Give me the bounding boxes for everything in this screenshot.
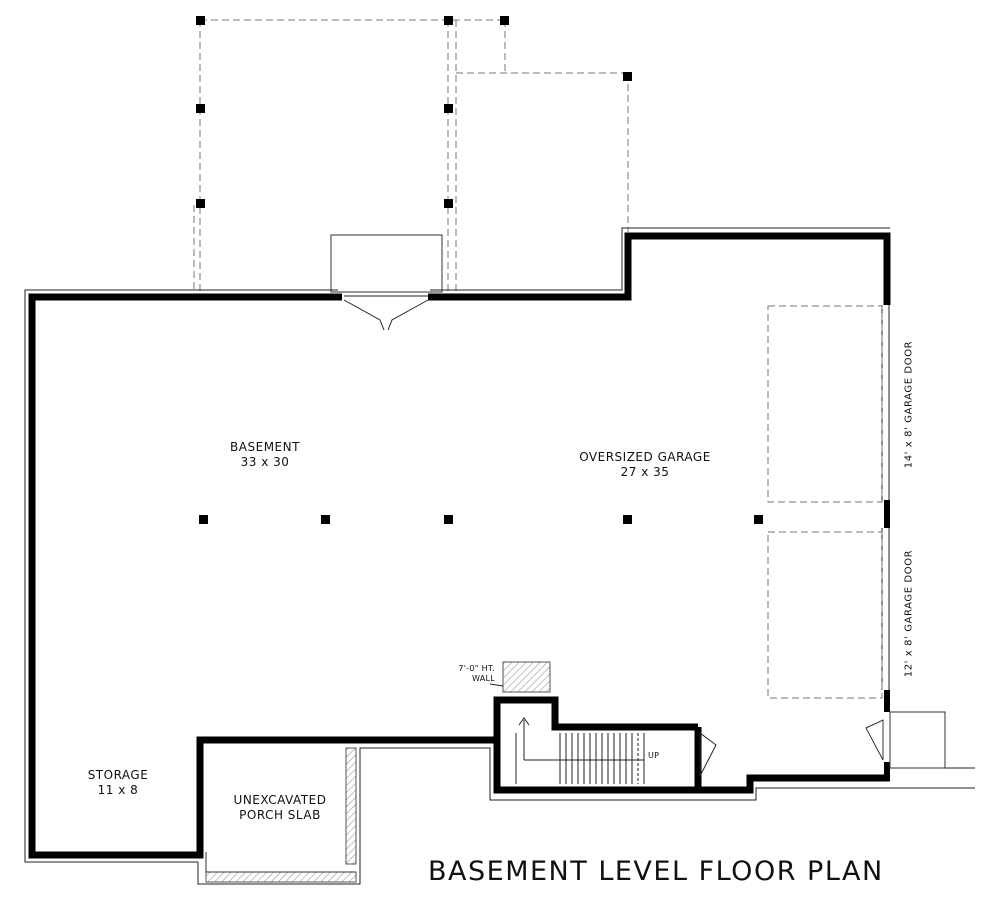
room-garage-label: OVERSIZED GARAGE 27 x 35 bbox=[560, 450, 730, 480]
room-storage-size: 11 x 8 bbox=[97, 783, 139, 797]
low-wall-block bbox=[502, 661, 551, 693]
wall-note: 7'-0" HT. WALL bbox=[425, 664, 495, 684]
room-storage-label: STORAGE 11 x 8 bbox=[68, 768, 168, 798]
parking-outlines bbox=[767, 305, 883, 699]
stair-up-label: UP bbox=[648, 751, 660, 760]
porch-line2: PORCH SLAB bbox=[239, 808, 321, 822]
porch-line1: UNEXCAVATED bbox=[233, 793, 327, 807]
garage-door-openings bbox=[881, 305, 890, 690]
walls bbox=[28, 232, 891, 859]
upper-deck-outline bbox=[193, 19, 629, 292]
room-basement-size: 33 x 30 bbox=[240, 455, 290, 469]
entry-double-door bbox=[343, 295, 429, 331]
room-garage-size: 27 x 35 bbox=[620, 465, 670, 479]
porch-hatch bbox=[205, 747, 357, 883]
garage-jambs bbox=[884, 500, 890, 780]
stairs bbox=[515, 717, 645, 784]
room-storage-name: STORAGE bbox=[87, 768, 149, 782]
plan-title: BASEMENT LEVEL FLOOR PLAN bbox=[428, 856, 884, 887]
garage-door-1-label: 14' x 8' GARAGE DOOR bbox=[903, 340, 915, 469]
room-basement-name: BASEMENT bbox=[230, 440, 300, 454]
columns bbox=[199, 515, 763, 524]
room-garage-name: OVERSIZED GARAGE bbox=[579, 450, 711, 464]
wall-note-line1: 7'-0" HT. bbox=[458, 664, 495, 673]
deck-posts bbox=[196, 16, 632, 208]
garage-door-2-label: 12' x 8' GARAGE DOOR bbox=[903, 549, 915, 678]
entry-landing bbox=[330, 234, 443, 293]
wall-note-line2: WALL bbox=[471, 674, 495, 683]
stair-door bbox=[699, 732, 717, 777]
room-basement-label: BASEMENT 33 x 30 bbox=[205, 440, 325, 470]
side-entry bbox=[865, 711, 946, 769]
porch-slab-label: UNEXCAVATED PORCH SLAB bbox=[215, 793, 345, 823]
